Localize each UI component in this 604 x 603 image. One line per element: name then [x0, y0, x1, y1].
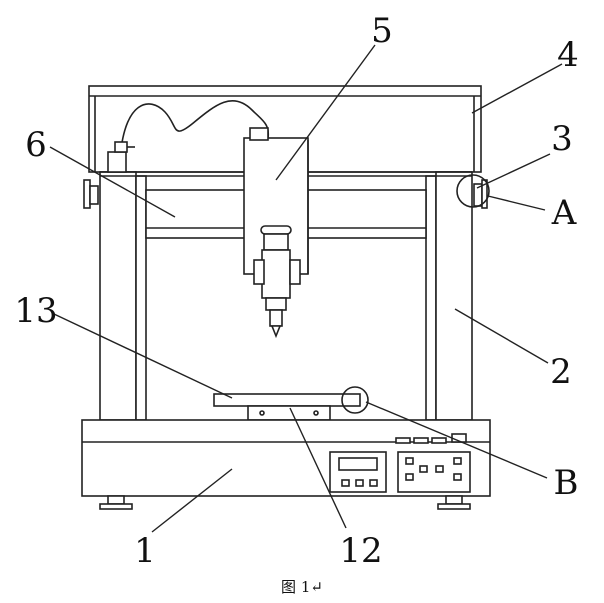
label-2: 2 [550, 352, 572, 392]
dispense-head [243, 127, 309, 339]
base [81, 419, 491, 497]
connector [107, 141, 135, 173]
figure-caption: 图 1↵ [281, 578, 323, 596]
label-1: 1 [134, 531, 156, 571]
label-13: 13 [14, 291, 57, 331]
label-5: 5 [371, 11, 393, 51]
tray [213, 393, 361, 421]
label-3: 3 [551, 119, 573, 159]
label-a: A [551, 193, 577, 233]
label-b: B [554, 463, 579, 503]
label-6: 6 [25, 125, 47, 165]
label-12: 12 [339, 531, 382, 571]
feet [99, 495, 471, 510]
leader-lines [49, 44, 563, 533]
detail-circle-b [341, 386, 369, 414]
label-4: 4 [557, 35, 579, 75]
detail-circle-a [456, 174, 490, 208]
